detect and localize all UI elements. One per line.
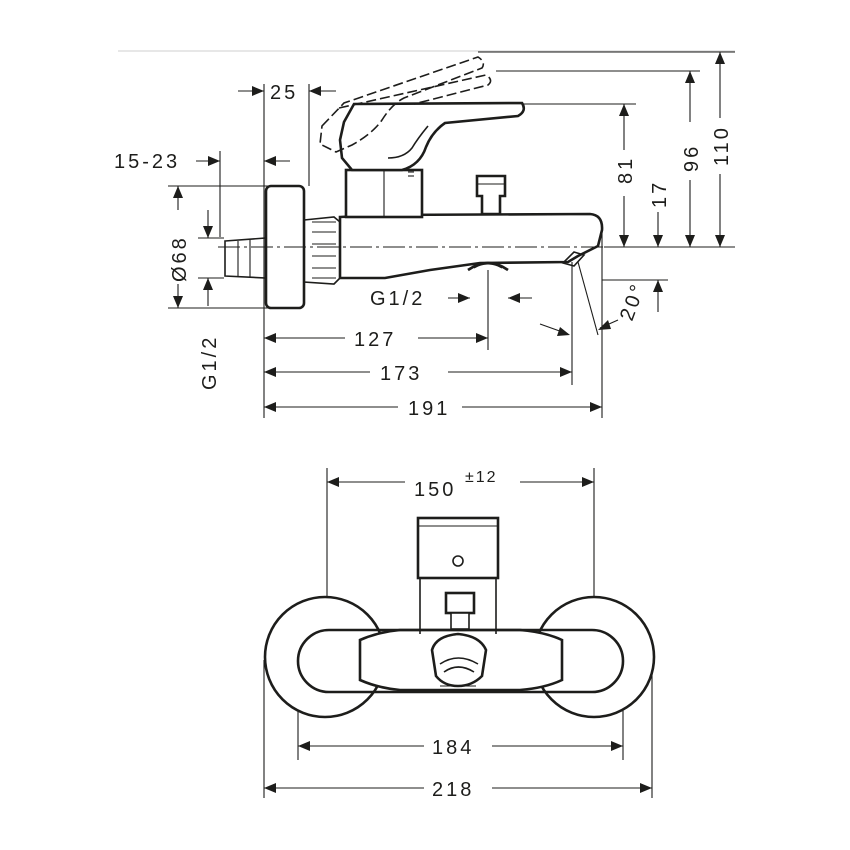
- dim-127: 127: [354, 329, 396, 351]
- dim-25: 25: [270, 82, 298, 104]
- dim-d68: Ø68: [169, 235, 191, 282]
- spout-outlet: [467, 261, 509, 272]
- lever-handle: [338, 101, 526, 172]
- dim-17: 17: [649, 180, 671, 208]
- mixer-body: [338, 212, 604, 280]
- front-view: 150 ±12 184 218: [263, 468, 656, 801]
- side-view: 25 15-23 Ø68 G1/2 G1/2 20°: [114, 50, 735, 420]
- eccentric-fitting: [303, 216, 341, 285]
- dim-g12-inlet: G1/2: [199, 335, 221, 390]
- diverter-knob: [475, 174, 507, 216]
- dim-81: 81: [615, 156, 637, 184]
- dim-184: 184: [432, 737, 474, 759]
- dim-96: 96: [681, 144, 703, 172]
- lever-handle-raised: [319, 56, 485, 153]
- dim-15-23: 15-23: [114, 151, 180, 173]
- dim-g12-outlet: G1/2: [370, 288, 425, 310]
- dim-110: 110: [711, 125, 733, 166]
- handle-cap-indicator: [452, 555, 464, 567]
- dim-191: 191: [408, 398, 450, 420]
- spout-outlet-front: [430, 632, 488, 688]
- diverter-knob-front: [444, 591, 476, 615]
- dim-20deg: 20°: [616, 279, 650, 323]
- dim-150: 150: [414, 479, 456, 501]
- handle-front: [416, 516, 500, 580]
- dim-218: 218: [432, 779, 474, 801]
- dim-150-tolerance: ±12: [465, 469, 498, 486]
- dim-173: 173: [380, 363, 422, 385]
- inlet-connector: [224, 237, 267, 279]
